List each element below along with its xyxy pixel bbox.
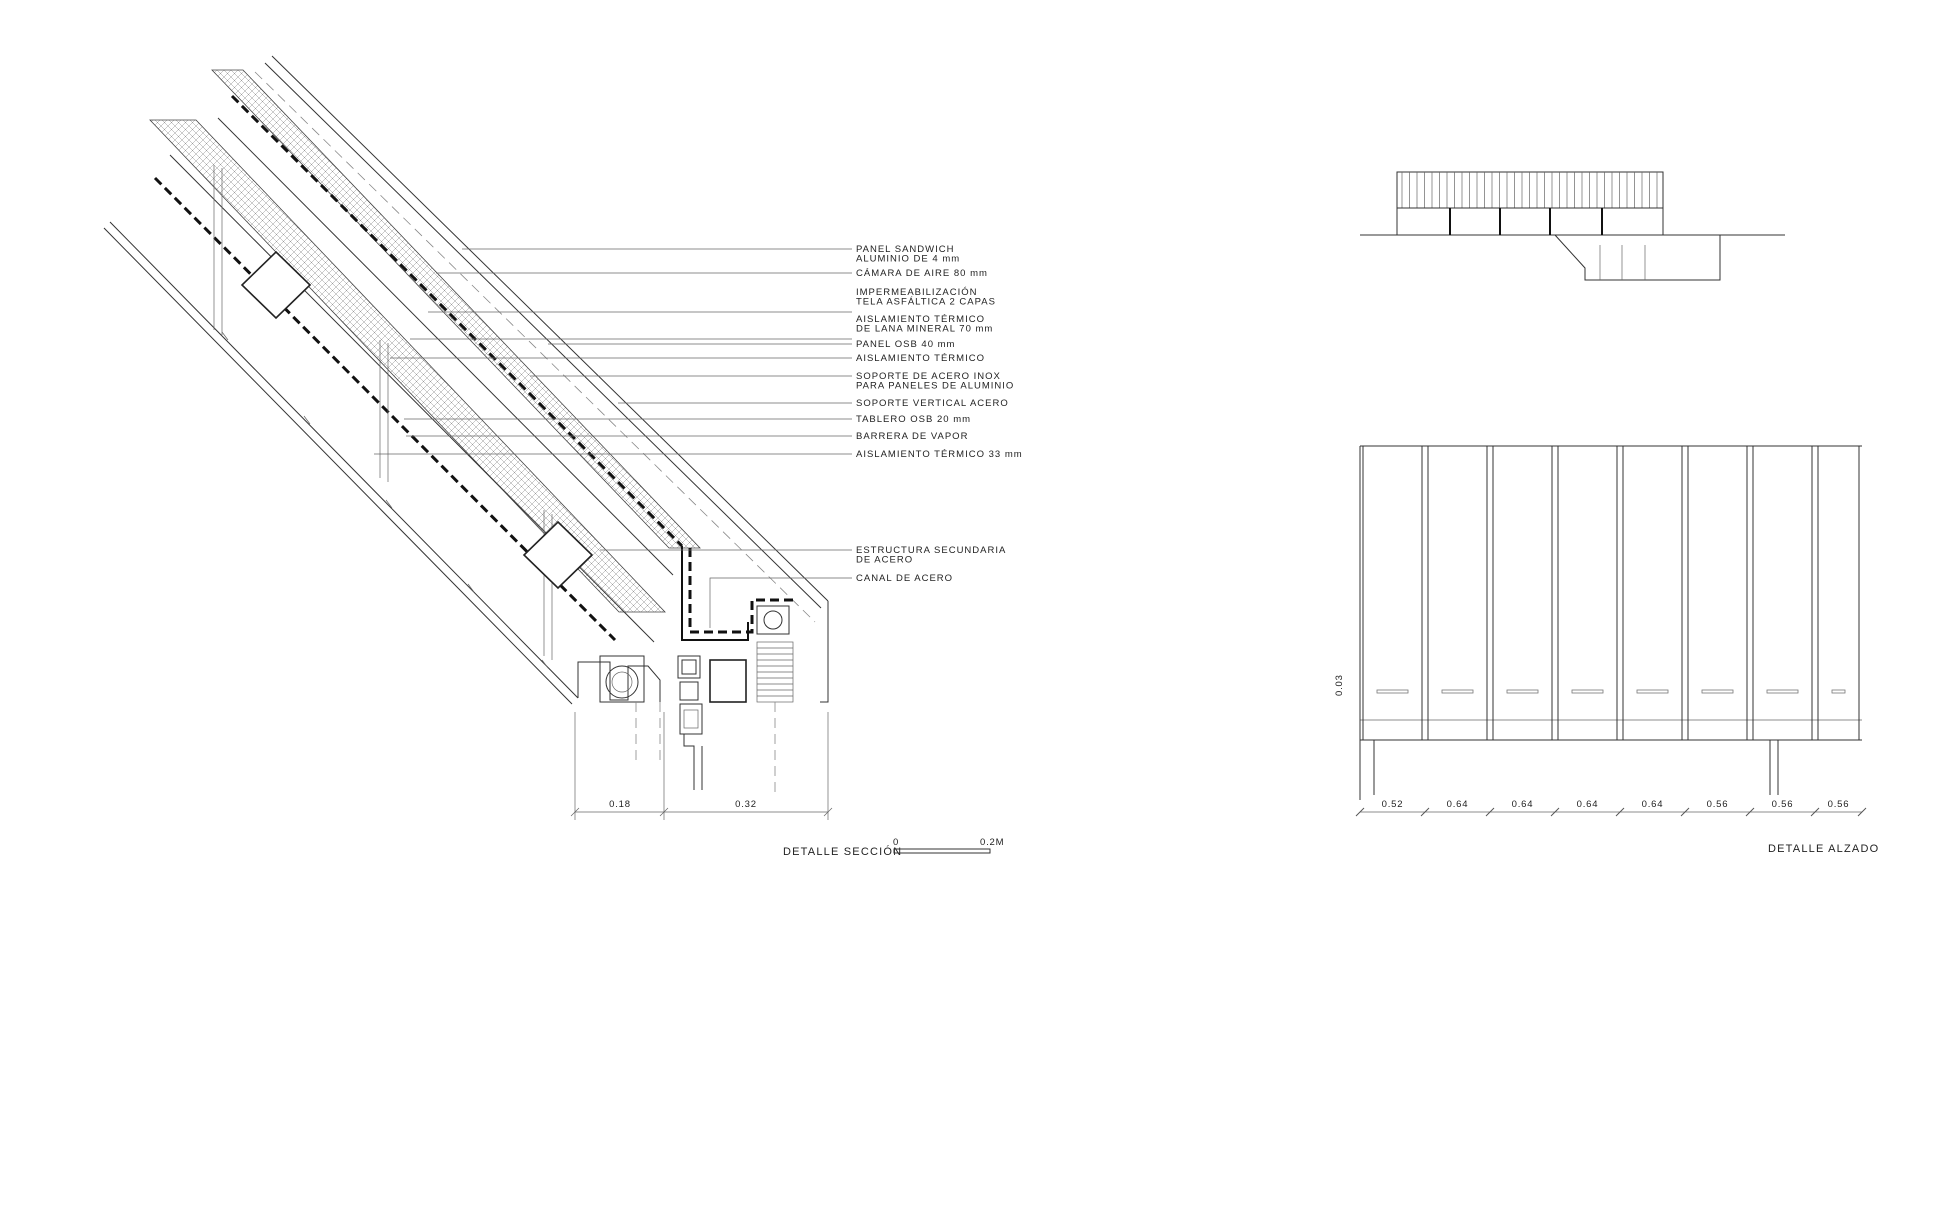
inner-lining-line-1 <box>109 221 579 699</box>
panel-handle-slot <box>1376 689 1409 694</box>
elevation-dimension-label: 0.56 <box>1772 799 1794 810</box>
elevation-title: DETALLE ALZADO <box>1768 843 1879 855</box>
section-dimension-1: 0.18 <box>609 799 631 810</box>
projection-lines <box>635 702 776 795</box>
elevation-dimension-label: 0.56 <box>1707 799 1729 810</box>
panel-handle-slot <box>1571 689 1604 694</box>
gutter-membrane <box>688 548 796 634</box>
sandwich-panel-inner-line <box>264 62 822 609</box>
overview-basement <box>1554 234 1721 281</box>
material-label: PANEL OSB 40 mm <box>856 339 955 350</box>
gutter-heating-cable <box>763 610 783 630</box>
overview-elevation <box>1360 171 1785 281</box>
material-label: AISLAMIENTO TÉRMICO <box>856 353 985 364</box>
sandwich-panel-outer-line <box>271 55 829 602</box>
section-dimension-line <box>570 807 833 817</box>
overview-basement-panels <box>1599 245 1646 280</box>
aluminium-panel <box>1362 445 1423 741</box>
secondary-steel-tube-upper <box>240 250 312 320</box>
section-title: DETALLE SECCIÓN <box>783 845 902 858</box>
panel-handle-slot <box>1701 689 1734 694</box>
aluminium-panel <box>1557 445 1618 741</box>
hanging-bracket <box>679 681 699 701</box>
material-label: AISLAMIENTO TÉRMICO 33 mm <box>856 449 1023 460</box>
window-frame-head-inner <box>683 709 699 729</box>
elevation-dimension-label: 0.64 <box>1642 799 1664 810</box>
osb-board-line <box>169 154 655 643</box>
material-label: SOPORTE VERTICAL ACERO <box>856 398 1009 409</box>
panel-handle-slot <box>1766 689 1799 694</box>
lining-fixing-ticks <box>221 331 549 669</box>
overview-roof-slats <box>1401 172 1658 208</box>
extension-lines <box>574 712 829 820</box>
elevation-dimension-label: 0.64 <box>1577 799 1599 810</box>
label-leader-lines <box>374 248 852 628</box>
aluminium-panels <box>1362 445 1860 741</box>
air-gap-line <box>254 71 816 623</box>
material-label: CÁMARA DE AIRE 80 mm <box>856 268 988 279</box>
material-label: BARRERA DE VAPOR <box>856 431 968 442</box>
elevation-posts <box>1373 740 1779 795</box>
elevation-side-dimension: 0.03 <box>1334 674 1345 696</box>
scale-bar <box>893 848 991 854</box>
panel-handle-slot <box>1506 689 1539 694</box>
secondary-steel-tube-lower <box>522 520 594 590</box>
scale-bar-zero: 0 <box>893 837 899 848</box>
overview-roof-band <box>1396 171 1664 209</box>
elevation-dimension-label: 0.56 <box>1828 799 1850 810</box>
elevation-dimension-label: 0.64 <box>1447 799 1469 810</box>
elevation-detail-drawing: 0.03 0.52 0.64 0.64 0.64 0.64 0.56 0.56 0.56 DE… <box>1334 445 1879 855</box>
overview-body <box>1396 207 1664 236</box>
aluminium-panel <box>1752 445 1813 741</box>
mineral-wool-insulation-band <box>211 69 701 549</box>
thermal-insulation-band <box>149 119 666 613</box>
aluminium-panel <box>1622 445 1683 741</box>
osb-panel-line <box>217 117 674 576</box>
eaves-profile-left <box>577 661 661 702</box>
vapour-barrier <box>153 176 617 642</box>
material-label: TABLERO OSB 20 mm <box>856 414 971 425</box>
aluminium-panel <box>1687 445 1748 741</box>
panel-handle-slot <box>1441 689 1474 694</box>
waterproofing-membrane <box>230 94 684 548</box>
gutter-heating-box <box>756 605 790 635</box>
steel-gutter-channel <box>681 546 749 641</box>
scale-bar-max: 0.2M <box>980 837 1004 848</box>
coiled-insulation-roll <box>756 641 794 703</box>
elevation-dimensions: 0.52 0.64 0.64 0.64 0.64 0.56 0.56 0.56 <box>1355 799 1867 817</box>
panel-handle-slot <box>1636 689 1669 694</box>
panel-handle-slot <box>1831 689 1846 694</box>
window-frame-head <box>679 703 703 735</box>
material-label: CANAL DE ACERO <box>856 573 953 584</box>
eaves-flashing <box>820 601 829 703</box>
downpipe-circle <box>605 665 639 699</box>
inner-lining-line-2 <box>103 227 573 705</box>
section-dimension-2: 0.32 <box>735 799 757 810</box>
overview-columns <box>1449 208 1603 235</box>
aluminium-panel <box>1427 445 1488 741</box>
gutter-pipe-housing <box>599 655 645 703</box>
aluminium-panel <box>1492 445 1553 741</box>
downpipe-circle-inner <box>611 671 633 693</box>
elevation-dimension-label: 0.52 <box>1382 799 1404 810</box>
window-frame-jamb <box>683 734 703 790</box>
fixing-plate-inner <box>681 659 697 675</box>
bracket-box <box>709 659 747 703</box>
aluminium-panel <box>1817 445 1860 741</box>
fixing-plate <box>677 655 701 679</box>
elevation-dimension-label: 0.64 <box>1512 799 1534 810</box>
